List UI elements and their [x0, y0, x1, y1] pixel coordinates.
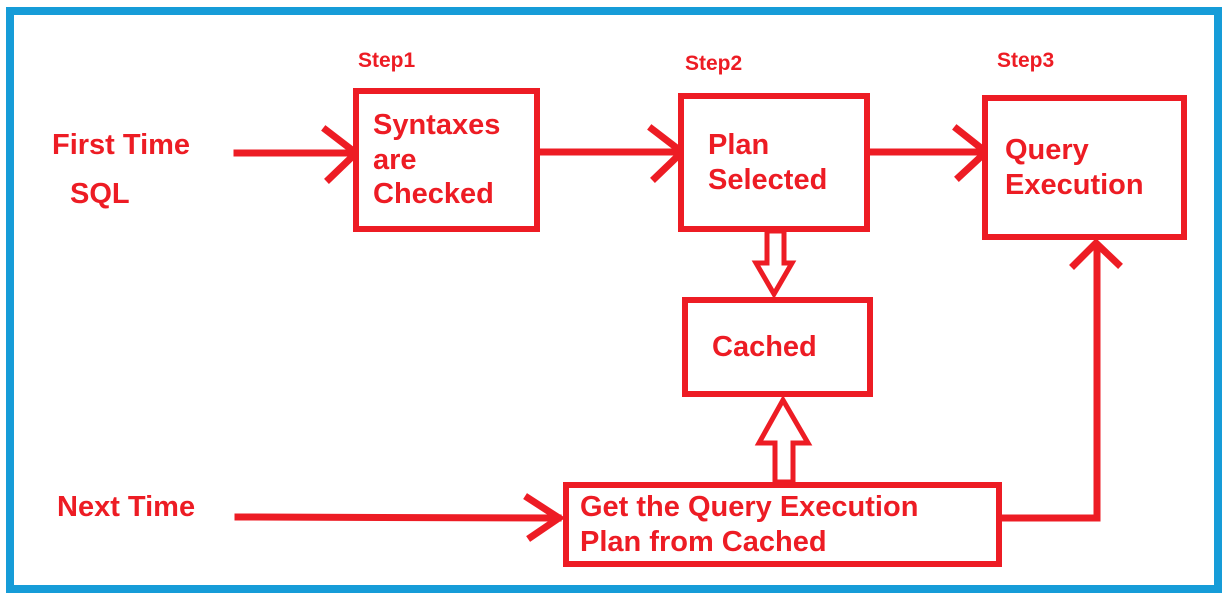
arrow-next-time-to-getplan-line: [234, 513, 562, 522]
diagram-border-frame: [6, 7, 1222, 593]
first-time-label: First Time: [52, 129, 191, 161]
arrow-next-time-to-getplan-head: [523, 493, 566, 542]
step3-caption: Step3: [997, 49, 1055, 72]
query-execution-box: Query Execution: [982, 95, 1187, 240]
get-plan-from-cached-box: Get the Query Execution Plan from Cached: [563, 482, 1002, 567]
next-time-label: Next Time: [57, 491, 196, 523]
sql-label: SQL: [70, 178, 130, 210]
step1-caption: Step1: [358, 49, 416, 72]
arrow-getplan-to-query-execution-head: [1069, 238, 1123, 270]
plan-selected-box: Plan Selected: [678, 93, 870, 232]
block-arrow-getplan-to-cached: [754, 394, 813, 485]
syntaxes-checked-box: Syntaxes are Checked: [353, 88, 540, 232]
step2-caption: Step2: [685, 52, 743, 75]
connector-getplan-to-query-execution: [998, 242, 1101, 522]
block-arrow-plan-to-cached: [751, 228, 797, 299]
cached-box: Cached: [682, 297, 873, 397]
